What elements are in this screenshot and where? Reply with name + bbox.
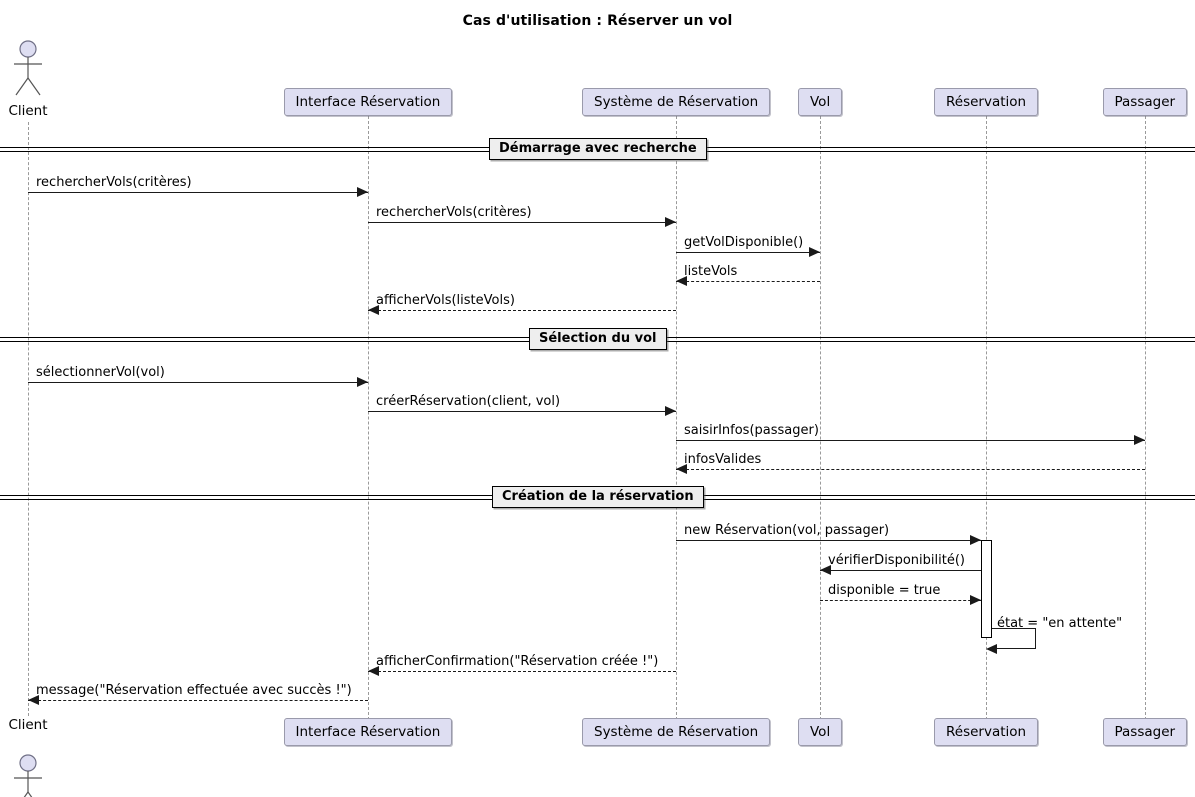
message-arrowhead-13 [368,666,379,676]
message-arrowhead-7 [665,406,676,416]
participant-box-passager-top[interactable]: Passager [1102,88,1188,116]
message-label-5: afficherVols(listeVols) [376,293,515,308]
message-label-1: rechercherVols(critères) [36,175,192,190]
message-label-11: vérifierDisponibilité() [828,553,965,568]
actor-figure-client-top[interactable] [8,40,48,96]
message-label-2: rechercherVols(critères) [376,205,532,220]
message-arrowhead-5 [368,305,379,315]
divider-label-3: Création de la réservation [492,486,704,508]
message-label-7: créerRéservation(client, vol) [376,394,561,409]
lifeline-vol [820,116,821,720]
page-title: Cas d'utilisation : Réserver un vol [462,13,733,29]
message-line-12 [820,600,981,601]
message-line-2 [368,222,676,223]
message-arrowhead-6 [357,377,368,387]
message-arrowhead-12 [970,595,981,605]
lifeline-syst-me-de-r-servation [676,116,677,720]
message-label-8: saisirInfos(passager) [684,423,819,438]
lifeline-client [28,122,29,716]
lifeline-interface-r-servation [368,116,369,720]
message-line-8 [676,440,1145,441]
message-label-6: sélectionnerVol(vol) [36,365,165,380]
message-label-12: disponible = true [828,583,941,598]
participant-box-interface-r-servation-bottom[interactable]: Interface Réservation [283,718,453,746]
divider-label-1: Démarrage avec recherche [489,138,707,160]
message-line-9 [676,469,1145,470]
participant-box-syst-me-de-r-servation-bottom[interactable]: Système de Réservation [582,718,771,746]
participant-box-r-servation-top[interactable]: Réservation [934,88,1039,116]
message-line-10 [676,540,981,541]
message-label-4: listeVols [684,264,738,279]
message-line-5 [368,310,676,311]
message-label-13: afficherConfirmation("Réservation créée … [376,654,659,669]
message-line-4 [676,281,820,282]
message-label-10: new Réservation(vol, passager) [684,523,890,538]
message-line-7 [368,411,676,412]
participant-box-r-servation-bottom[interactable]: Réservation [934,718,1039,746]
participant-box-passager-bottom[interactable]: Passager [1102,718,1188,746]
participant-box-interface-r-servation-top[interactable]: Interface Réservation [283,88,453,116]
lifeline-passager [1145,116,1146,720]
message-label-9: infosValides [684,452,762,467]
actor-label-client-top: Client [8,103,48,119]
message-arrowhead-2 [665,217,676,227]
message-arrowhead-4 [676,276,687,286]
participant-box-vol-bottom[interactable]: Vol [798,718,843,746]
message-arrowhead-9 [676,464,687,474]
message-line-13 [368,671,676,672]
message-arrowhead-3 [809,247,820,257]
message-arrowhead-10 [970,535,981,545]
message-line-3 [676,252,820,253]
message-arrowhead-14 [28,695,39,705]
message-line-11 [820,570,981,571]
activation-bar-1 [981,540,992,638]
lifeline-r-servation [986,116,987,720]
actor-figure-client-bottom[interactable] [8,754,48,797]
message-label-14: message("Réservation effectuée avec succ… [36,683,352,698]
actor-label-client-bottom: Client [8,717,48,733]
self-message-arrowhead-1 [986,644,997,654]
message-arrowhead-1 [357,187,368,197]
message-line-6 [28,382,368,383]
message-line-1 [28,192,368,193]
message-arrowhead-8 [1134,435,1145,445]
divider-label-2: Sélection du vol [529,328,667,350]
message-label-3: getVolDisponible() [684,235,804,250]
message-arrowhead-11 [820,565,831,575]
self-message-loop-1 [992,628,1036,649]
self-message-label-1: état = "en attente" [997,616,1123,631]
message-line-14 [28,700,368,701]
participant-box-syst-me-de-r-servation-top[interactable]: Système de Réservation [582,88,771,116]
participant-box-vol-top[interactable]: Vol [798,88,843,116]
